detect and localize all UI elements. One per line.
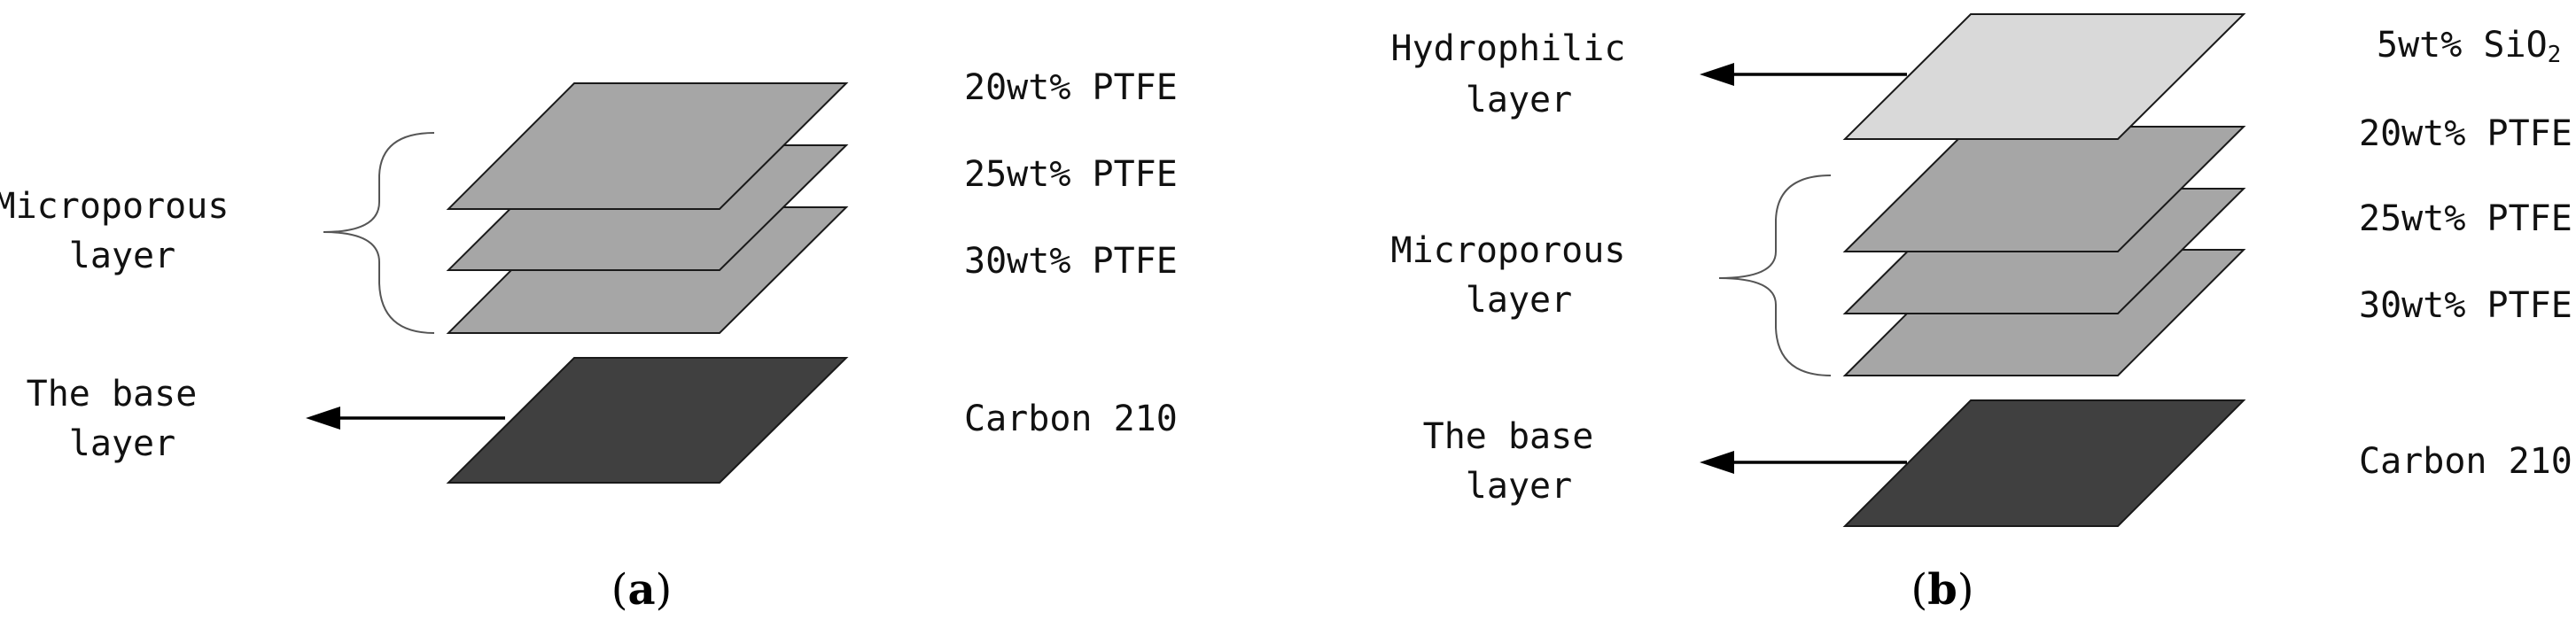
carbon-layer-a [446,357,849,484]
arrowhead-icon [1700,451,1734,474]
ptfe-30-label-a: 30wt% PTFE [964,241,1178,282]
microporous-label-a: Microporous layer [0,186,251,276]
panel-b-caption: (b) [1911,565,1973,615]
panel-a: Microporous layer The base layer 20wt% P… [0,67,1178,615]
hydrophilic-label-b: Hydrophilic layer [1391,28,1647,120]
panel-a-caption: (a) [611,565,673,615]
carbon-label-a: Carbon 210 [964,399,1178,439]
ptfe-20-layer-b [1842,126,2246,252]
ptfe-20-layer-a [446,82,849,210]
ptfe-20-label-a: 20wt% PTFE [964,67,1178,108]
arrowhead-icon [306,407,340,430]
ptfe-20-label-b: 20wt% PTFE [2359,113,2572,154]
ptfe-25-label-a: 25wt% PTFE [964,154,1178,195]
carbon-layer-b [1842,399,2246,527]
panel-b: Hydrophilic layer Microporous layer The … [1391,13,2572,615]
arrowhead-icon [1700,63,1734,86]
carbon-label-b: Carbon 210 [2359,441,2572,482]
ptfe-30-label-b: 30wt% PTFE [2359,285,2572,326]
base-layer-label-b: The base layer [1423,416,1615,507]
sio2-layer-b [1842,13,2246,140]
microporous-brace-b [1718,174,1832,376]
microporous-label-b: Microporous layer [1391,230,1647,321]
sio2-label-b: 5wt% SiO2 [2377,25,2561,68]
base-layer-label-a: The base layer [27,374,219,464]
microporous-brace-a [323,132,435,334]
ptfe-25-label-b: 25wt% PTFE [2359,198,2572,239]
